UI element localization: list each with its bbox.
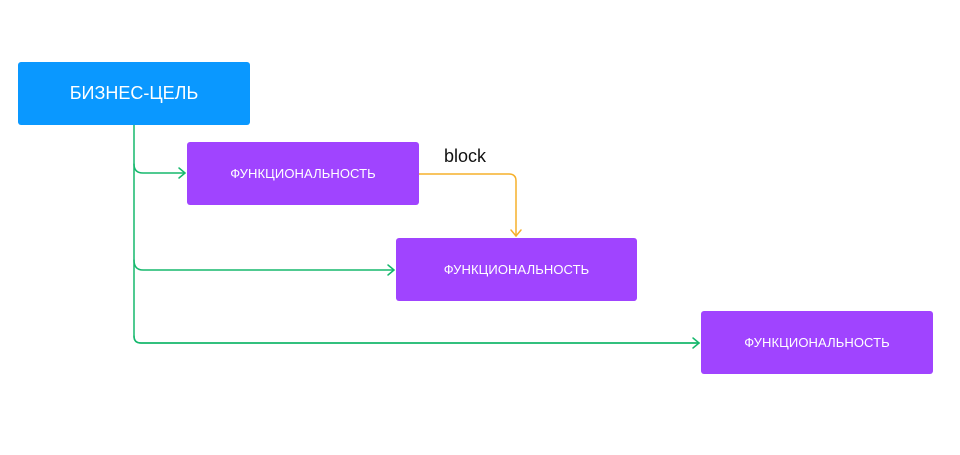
business-goal-label: БИЗНЕС-ЦЕЛЬ: [69, 83, 199, 103]
dependency-label: block: [444, 146, 487, 166]
feature-label-1: ФУНКЦИОНАЛЬНОСТЬ: [230, 166, 376, 181]
goal-to-feature-1-connector: [133, 163, 186, 174]
connector-arrow-2-icon: [387, 264, 395, 276]
feature-node-2: ФУНКЦИОНАЛЬНОСТЬ: [396, 238, 637, 301]
feature-node-3: ФУНКЦИОНАЛЬНОСТЬ: [701, 311, 933, 374]
connector-arrow-3-icon: [692, 337, 700, 349]
feature-label-2: ФУНКЦИОНАЛЬНОСТЬ: [443, 262, 590, 277]
goal-to-feature-3-connector: [133, 335, 700, 344]
blocking-connector: [418, 173, 517, 237]
feature-node-1: ФУНКЦИОНАЛЬНОСТЬ: [187, 142, 419, 205]
feature-label-3: ФУНКЦИОНАЛЬНОСТЬ: [744, 335, 890, 350]
goal-to-feature-2-connector: [133, 259, 395, 271]
blocking-arrow-icon: [510, 229, 522, 237]
connector-arrow-1-icon: [178, 167, 186, 179]
business-goal-node: БИЗНЕС-ЦЕЛЬ: [18, 62, 250, 125]
